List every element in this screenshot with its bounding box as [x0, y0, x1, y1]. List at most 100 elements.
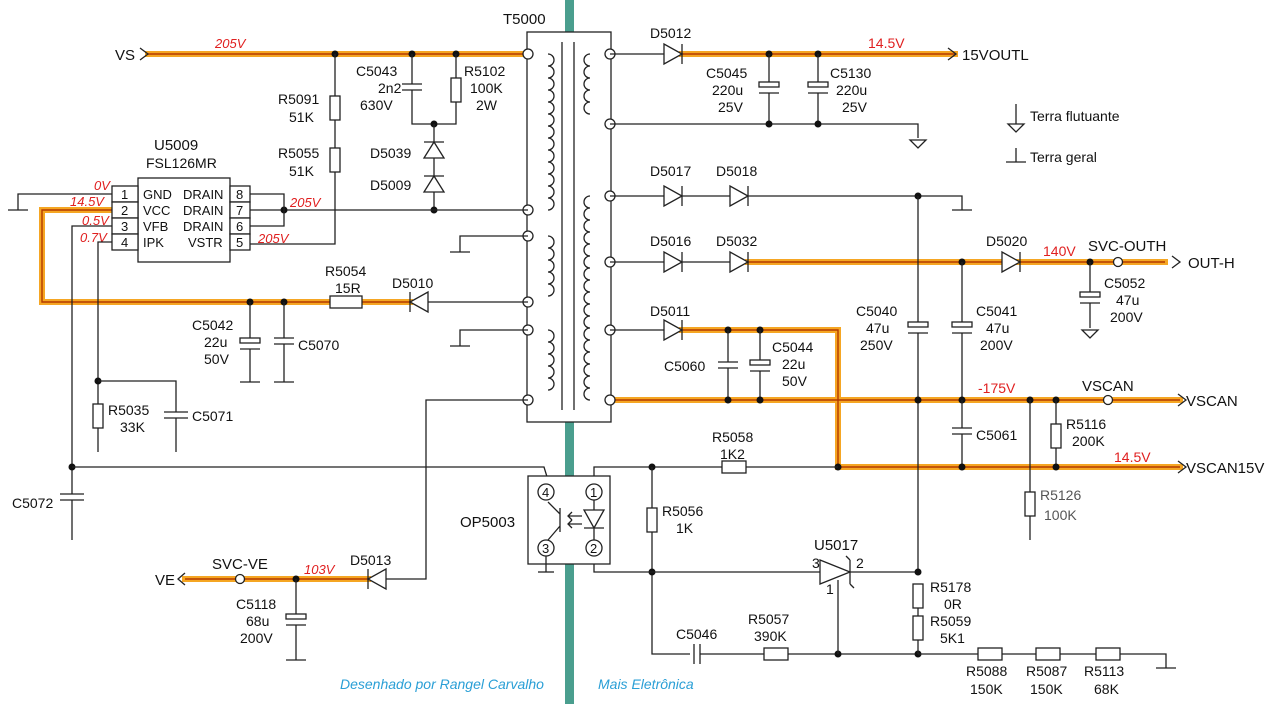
net-vscan-voltage: -175V: [978, 380, 1016, 396]
net-svc-outh: SVC-OUTH: [1088, 238, 1166, 255]
pin-8: 8: [236, 187, 243, 202]
pin-5: 5: [236, 235, 243, 250]
d5010-ref: D5010: [392, 275, 433, 291]
net-vscan15-voltage: 14.5V: [1114, 449, 1151, 465]
r5102-power: 2W: [476, 97, 498, 113]
net-ve-label: VE: [155, 572, 175, 589]
r5102-ref: R5102: [464, 63, 505, 79]
ic-part: FSL126MR: [146, 155, 217, 171]
d5032-ref: D5032: [716, 233, 757, 249]
u5017-pin1: 1: [826, 581, 834, 597]
c5045-value: 220u: [712, 82, 743, 98]
c5045-ref: C5045: [706, 65, 747, 81]
d5016-ref: D5016: [650, 233, 691, 249]
r5057-ref: R5057: [748, 611, 789, 627]
r5054-ref: R5054: [325, 263, 366, 279]
net-ve-node: SVC-VE: [212, 556, 268, 573]
c5046-ref: C5046: [676, 626, 717, 642]
r5126-ref: R5126: [1040, 487, 1081, 503]
optocoupler-op5003: 4 1 3 2 OP5003: [460, 475, 611, 573]
net-ve-voltage: 103V: [304, 562, 336, 577]
c5043-ref: C5043: [356, 63, 397, 79]
c5070-ref: C5070: [298, 337, 339, 353]
legend-general-ground: Terra geral: [1030, 149, 1097, 165]
op-pin-1: 1: [590, 485, 597, 500]
c5072-ref: C5072: [12, 495, 53, 511]
r5059-ref: R5059: [930, 613, 971, 629]
c5060-ref: C5060: [664, 358, 705, 374]
op-pin-2: 2: [590, 541, 597, 556]
c5042-voltage: 50V: [204, 351, 230, 367]
r5087-ref: R5087: [1026, 663, 1067, 679]
r5035-ref: R5035: [108, 402, 149, 418]
credit-site: Mais Eletrônica: [598, 676, 694, 692]
c5071-ref: C5071: [192, 408, 233, 424]
net-outh-voltage: 140V: [1043, 243, 1076, 259]
pin-drain-6: DRAIN: [183, 219, 223, 234]
op-pin-4: 4: [542, 485, 549, 500]
c5040-ref: C5040: [856, 303, 897, 319]
ic-u5009: 1 2 3 4 8 7 6 5 GND VCC VFB IPK DRAIN DR…: [111, 137, 251, 263]
r5055-value: 51K: [289, 163, 315, 179]
pin-3: 3: [121, 219, 128, 234]
net-vs-label: VS: [115, 47, 135, 64]
net-15v-voltage: 14.5V: [868, 35, 905, 51]
c5052-ref: C5052: [1104, 275, 1145, 291]
r5178-value: 0R: [944, 596, 962, 612]
net-vscan15v: VSCAN15V: [1186, 460, 1264, 477]
r5056-ref: R5056: [662, 503, 703, 519]
vcc-voltage: 14.5V: [70, 194, 105, 209]
net-15voutl: 15VOUTL: [962, 47, 1029, 64]
c5052-value: 47u: [1116, 292, 1139, 308]
d5013-ref: D5013: [350, 552, 391, 568]
c5118-ref: C5118: [236, 596, 276, 612]
r5116-ref: R5116: [1066, 416, 1106, 432]
r5059-value: 5K1: [940, 630, 965, 646]
op-pin-3: 3: [542, 541, 549, 556]
pin-ipk: IPK: [143, 235, 164, 250]
r5113-value: 68K: [1094, 681, 1120, 697]
c5044-ref: C5044: [772, 339, 813, 355]
vstr-voltage: 205V: [257, 231, 290, 246]
drain-voltage: 205V: [289, 195, 322, 210]
r5091-value: 51K: [289, 109, 315, 125]
r5091-ref: R5091: [278, 91, 319, 107]
r5088-ref: R5088: [966, 663, 1007, 679]
c5052-voltage: 200V: [1110, 309, 1143, 325]
r5126-value: 100K: [1044, 507, 1077, 523]
d5039-ref: D5039: [370, 145, 411, 161]
pin-1: 1: [121, 187, 128, 202]
transformer-ref: T5000: [503, 11, 546, 28]
c5040-voltage: 250V: [860, 337, 893, 353]
c5130-ref: C5130: [830, 65, 871, 81]
d5017-ref: D5017: [650, 163, 691, 179]
c5043-voltage: 630V: [360, 97, 393, 113]
pin-vcc: VCC: [143, 203, 170, 218]
r5088-value: 150K: [970, 681, 1003, 697]
net-out-h: OUT-H: [1188, 255, 1235, 272]
pin-drain-7: DRAIN: [183, 203, 223, 218]
c5044-voltage: 50V: [782, 373, 808, 389]
transformer-t5000: T5000: [503, 11, 616, 423]
c5040-value: 47u: [866, 320, 889, 336]
c5130-voltage: 25V: [842, 99, 868, 115]
u5017-ref: U5017: [814, 537, 858, 554]
u5017-pin2: 2: [856, 555, 864, 571]
c5045-voltage: 25V: [718, 99, 744, 115]
d5020-ref: D5020: [986, 233, 1027, 249]
c5118-value: 68u: [246, 613, 269, 629]
credit-author: Desenhado por Rangel Carvalho: [340, 676, 544, 692]
primary-wiring: VS 205V R5091 51K R5055 51K C5043 2n2 63…: [8, 36, 549, 661]
r5057-value: 390K: [754, 628, 787, 644]
u5017-pin3: 3: [812, 555, 820, 571]
c5041-value: 47u: [986, 320, 1009, 336]
net-vs-voltage: 205V: [214, 36, 247, 51]
r5178-ref: R5178: [930, 579, 971, 595]
c5130-value: 220u: [836, 82, 867, 98]
d5018-ref: D5018: [716, 163, 757, 179]
ipk-voltage: 0.7V: [80, 230, 108, 245]
r5058-ref: R5058: [712, 429, 753, 445]
pin-vstr: VSTR: [188, 235, 223, 250]
ic-ref: U5009: [154, 137, 198, 154]
